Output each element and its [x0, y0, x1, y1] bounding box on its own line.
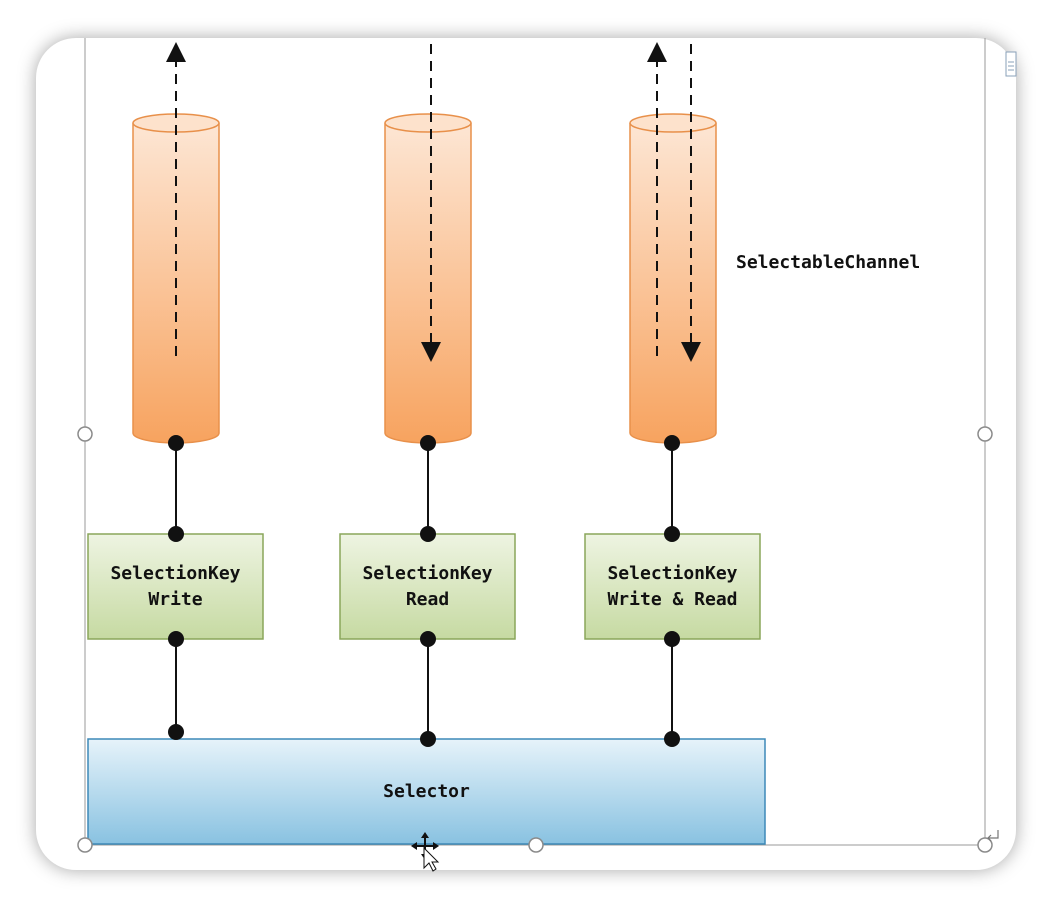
resize-handle-bottom-center[interactable] [528, 837, 544, 853]
selection-key-write-line1: SelectionKey [110, 562, 241, 584]
channel-cylinder-write-read [629, 113, 717, 444]
selection-key-read-label: SelectionKey Read [340, 534, 515, 639]
selectable-channel-label: SelectableChannel [736, 252, 921, 273]
selection-key-write-label: SelectionKey Write [88, 534, 263, 639]
paragraph-mark-icon [987, 830, 999, 842]
connectors-channel-key [175, 443, 673, 534]
channel-cylinder-read [384, 113, 472, 444]
selection-key-write-box [87, 533, 264, 640]
connectors-key-selector [175, 639, 673, 739]
selection-key-read-line1: SelectionKey [362, 562, 493, 584]
selection-key-write-read-line2: Write & Read [607, 588, 738, 610]
selection-key-read-line2: Read [405, 588, 450, 610]
selector-label-text: Selector [383, 780, 470, 802]
selection-key-write-line2: Write [148, 588, 203, 610]
move-cursor-icon [411, 832, 440, 872]
selection-key-write-read-line1: SelectionKey [607, 562, 738, 584]
selector-box [87, 738, 766, 845]
selector-label: Selector [88, 739, 765, 844]
connection-dots [168, 435, 680, 747]
document-icon [1005, 51, 1017, 77]
resize-handle-bottom-left[interactable] [77, 837, 93, 853]
selection-key-write-read-label: SelectionKey Write & Read [585, 534, 760, 639]
resize-handle-right[interactable] [977, 426, 993, 442]
resize-handle-bottom-right[interactable] [977, 837, 993, 853]
resize-handle-left[interactable] [77, 426, 93, 442]
